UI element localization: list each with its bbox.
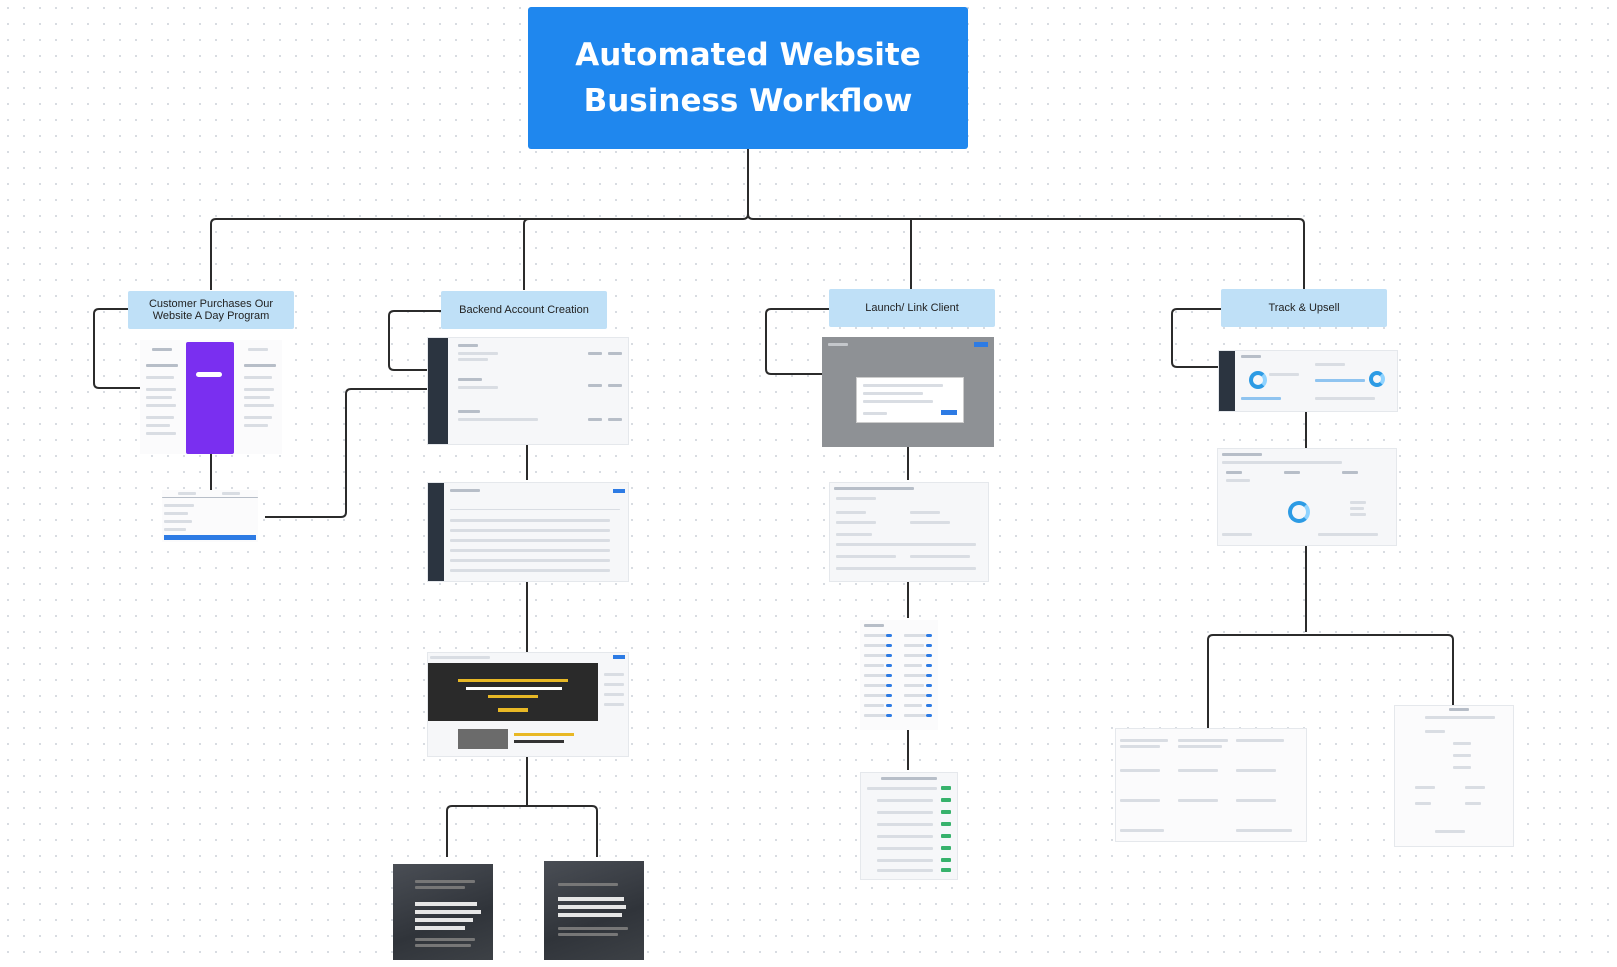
signup-form-screenshot: [162, 490, 258, 542]
stage-label: Track & Upsell: [1268, 302, 1340, 314]
stage-launch-link-client[interactable]: Launch/ Link Client: [829, 289, 995, 327]
workflow-title-line-1: Automated Website: [575, 37, 921, 73]
client-details-screenshot: [829, 482, 989, 582]
automation-workflow-screenshot: [1394, 705, 1514, 847]
analytics-dashboard-screenshot: [1218, 350, 1398, 412]
landing-page-preview-2: [544, 861, 644, 960]
workflow-title-line-2: Business Workflow: [583, 83, 913, 119]
reputation-report-screenshot: [1217, 448, 1397, 546]
permissions-toggles-screenshot: [860, 620, 938, 730]
stage-customer-purchase[interactable]: Customer Purchases Our Website A Day Pro…: [128, 291, 294, 329]
link-client-modal-screenshot: [822, 337, 994, 447]
workflow-title: Automated Website Business Workflow: [528, 7, 968, 149]
stage-label: Launch/ Link Client: [865, 302, 959, 314]
pricing-plans-screenshot: [140, 340, 282, 454]
stage-label: Customer Purchases Our: [148, 298, 274, 310]
upsell-tasks-screenshot: [1115, 728, 1307, 842]
stage-label: Backend Account Creation: [459, 304, 589, 316]
account-settings-screenshot: [427, 337, 629, 445]
stage-track-upsell[interactable]: Track & Upsell: [1221, 289, 1387, 327]
landing-page-preview-1: [393, 864, 493, 960]
integrations-list-screenshot: [860, 772, 958, 880]
website-builder-screenshot: [427, 652, 629, 757]
stage-backend-account[interactable]: Backend Account Creation: [441, 291, 607, 329]
stage-label: Website A Day Program: [152, 310, 270, 322]
client-list-screenshot: [427, 482, 629, 582]
